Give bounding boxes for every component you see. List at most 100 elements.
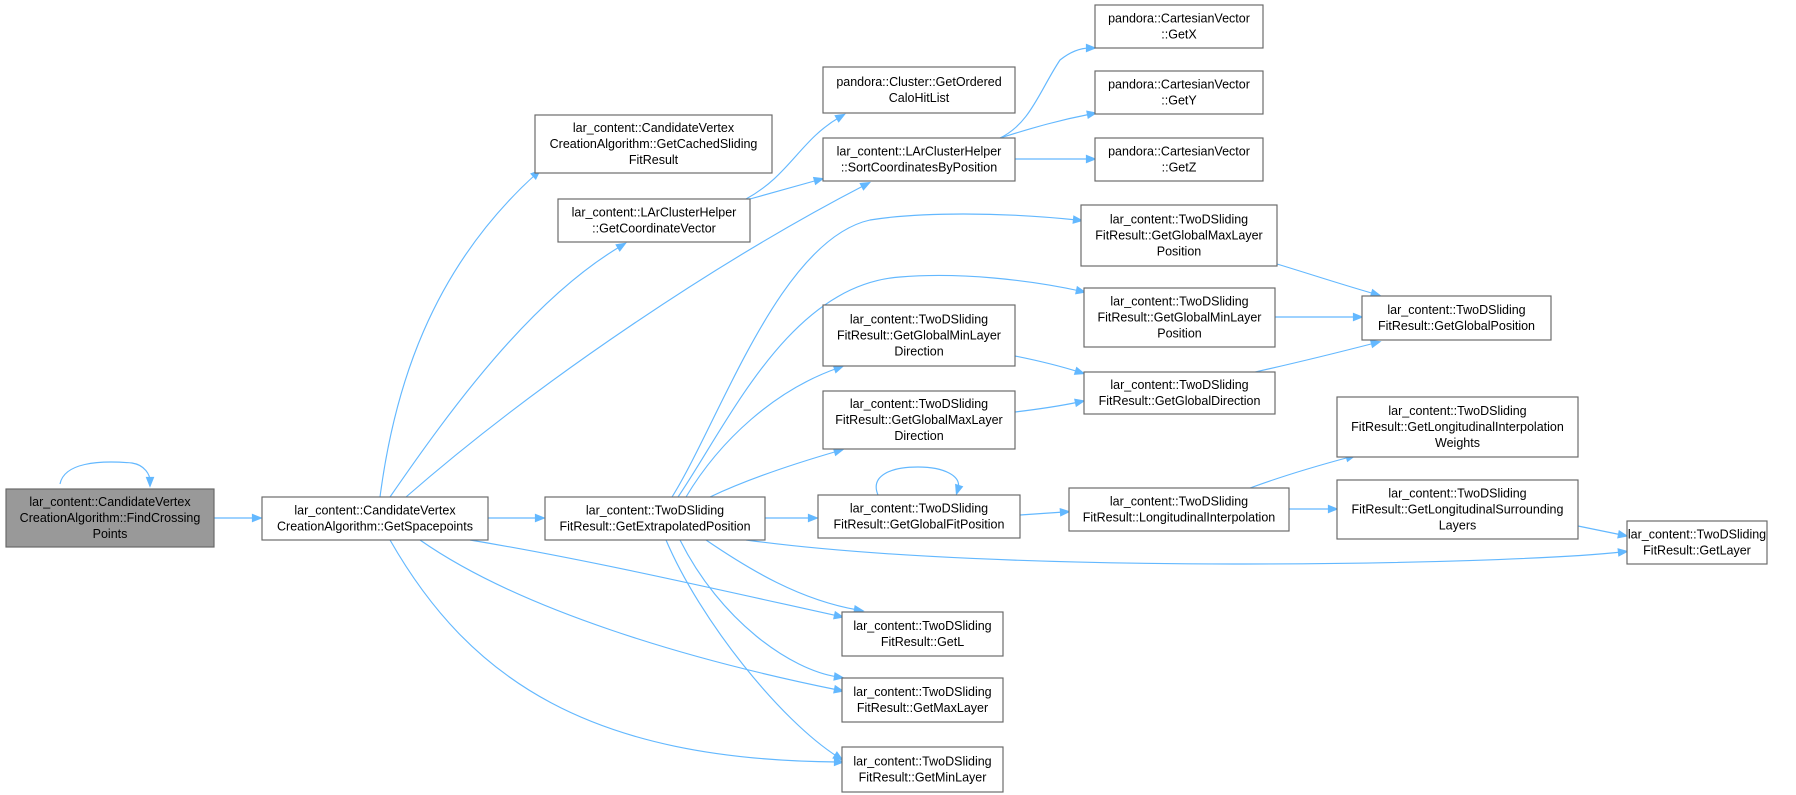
edge-get-spacepoints-to-get-max-layer — [419, 539, 845, 694]
node-label-line: lar_content::TwoDSliding — [1110, 378, 1248, 392]
edges-layer — [59, 43, 1629, 767]
edge-get-spacepoints-to-sort-coordinates-by-position — [405, 181, 871, 498]
node-get-global-min-layer-direction[interactable]: lar_content::TwoDSlidingFitResult::GetGl… — [822, 304, 1016, 367]
node-label-line: lar_content::CandidateVertex — [29, 495, 191, 509]
edge-root-to-root — [59, 461, 155, 488]
node-get-longitudinal-interpolation-weights[interactable]: lar_content::TwoDSlidingFitResult::GetLo… — [1336, 396, 1579, 458]
node-label-line: FitResult::GetGlobalMaxLayer — [835, 413, 1002, 427]
node-label-line: FitResult::GetLongitudinalInterpolation — [1351, 420, 1564, 434]
node-get-cached-sliding-fit-result[interactable]: lar_content::CandidateVertexCreationAlgo… — [534, 114, 773, 174]
node-label-line: FitResult::GetGlobalMaxLayer — [1095, 229, 1262, 243]
node-label-line: FitResult::GetGlobalMinLayer — [1098, 311, 1262, 325]
node-label-line: FitResult::GetGlobalDirection — [1099, 394, 1261, 408]
node-label-line: lar_content::TwoDSliding — [1110, 495, 1248, 509]
node-get-global-max-layer-direction[interactable]: lar_content::TwoDSlidingFitResult::GetGl… — [822, 390, 1016, 450]
edge-get-coordinate-vector-to-sort-coordinates-by-position — [749, 176, 825, 200]
nodes-layer: lar_content::CandidateVertexCreationAlgo… — [5, 4, 1768, 793]
node-label-line: FitResult::GetLayer — [1643, 544, 1751, 558]
edge-get-extrapolated-position-to-get-global-fit-position — [765, 513, 819, 523]
node-label-line: CreationAlgorithm::GetCachedSliding — [550, 137, 758, 151]
edge-get-spacepoints-to-get-extrapolated-position — [488, 513, 546, 523]
node-label-line: lar_content::TwoDSliding — [1388, 404, 1526, 418]
node-label-line: Direction — [894, 429, 943, 443]
node-label-line: pandora::CartesianVector — [1108, 145, 1250, 159]
node-get-z[interactable]: pandora::CartesianVector::GetZ — [1094, 137, 1264, 182]
node-label-line: FitResult::GetGlobalMinLayer — [837, 329, 1001, 343]
node-label-line: lar_content::TwoDSliding — [1110, 213, 1248, 227]
node-get-x[interactable]: pandora::CartesianVector::GetX — [1094, 4, 1264, 49]
node-label-line: lar_content::TwoDSliding — [853, 619, 991, 633]
edge-get-longitudinal-surrounding-layers-to-get-layer — [1577, 525, 1629, 539]
node-get-global-direction[interactable]: lar_content::TwoDSlidingFitResult::GetGl… — [1083, 371, 1276, 415]
edge-sort-coordinates-by-position-to-get-x — [999, 43, 1097, 139]
node-label-line: Weights — [1435, 436, 1480, 450]
node-get-global-position[interactable]: lar_content::TwoDSlidingFitResult::GetGl… — [1361, 295, 1552, 341]
edge-get-extrapolated-position-to-get-global-max-layer-direction — [709, 447, 845, 498]
node-label-line: FitResult::GetGlobalFitPosition — [834, 518, 1005, 532]
node-label-line: ::GetY — [1161, 94, 1197, 108]
node-label-line: lar_content::LArClusterHelper — [837, 145, 1002, 159]
node-get-y[interactable]: pandora::CartesianVector::GetY — [1094, 70, 1264, 115]
edge-get-extrapolated-position-to-get-max-layer — [679, 539, 845, 681]
node-label-line: lar_content::TwoDSliding — [586, 504, 724, 518]
node-label-line: FitResult::GetMaxLayer — [857, 701, 988, 715]
node-get-global-max-layer-position[interactable]: lar_content::TwoDSlidingFitResult::GetGl… — [1080, 204, 1278, 267]
node-label-line: Direction — [894, 345, 943, 359]
edge-get-global-direction-to-get-global-position — [1254, 339, 1382, 373]
node-label-line: lar_content::TwoDSliding — [850, 397, 988, 411]
node-label-line: lar_content::TwoDSliding — [850, 502, 988, 516]
node-label-line: lar_content::TwoDSliding — [1628, 528, 1766, 542]
edge-get-extrapolated-position-to-get-global-min-layer-position — [677, 274, 1087, 498]
edge-get-global-min-layer-direction-to-get-global-direction — [1014, 355, 1086, 375]
node-label-line: ::GetCoordinateVector — [592, 222, 716, 236]
node-label-line: pandora::CartesianVector — [1108, 12, 1250, 26]
edge-get-coordinate-vector-to-get-ordered-calo-hit-list — [745, 113, 846, 200]
node-label-line: CreationAlgorithm::GetSpacepoints — [277, 520, 473, 534]
node-label-line: lar_content::LArClusterHelper — [572, 206, 737, 220]
node-label-line: FitResult — [629, 153, 679, 167]
edge-sort-coordinates-by-position-to-get-y — [999, 110, 1098, 139]
node-label-line: lar_content::TwoDSliding — [1110, 295, 1248, 309]
edge-sort-coordinates-by-position-to-get-z — [1015, 154, 1097, 164]
node-label-line: Layers — [1439, 519, 1477, 533]
edge-get-extrapolated-position-to-get-l — [705, 539, 865, 614]
node-label-line: pandora::CartesianVector — [1108, 78, 1250, 92]
node-get-longitudinal-surrounding-layers[interactable]: lar_content::TwoDSlidingFitResult::GetLo… — [1336, 479, 1579, 540]
node-get-global-min-layer-position[interactable]: lar_content::TwoDSlidingFitResult::GetGl… — [1083, 287, 1276, 348]
node-label-line: lar_content::TwoDSliding — [850, 313, 988, 327]
node-get-global-fit-position[interactable]: lar_content::TwoDSlidingFitResult::GetGl… — [817, 494, 1021, 539]
node-get-spacepoints[interactable]: lar_content::CandidateVertexCreationAlgo… — [261, 496, 489, 541]
node-label-line: Points — [93, 527, 128, 541]
node-get-min-layer[interactable]: lar_content::TwoDSlidingFitResult::GetMi… — [841, 746, 1004, 793]
node-longitudinal-interpolation[interactable]: lar_content::TwoDSlidingFitResult::Longi… — [1068, 487, 1290, 532]
node-label-line: ::SortCoordinatesByPosition — [841, 161, 997, 175]
edge-get-global-fit-position-to-longitudinal-interpolation — [1019, 507, 1071, 517]
node-label-line: lar_content::TwoDSliding — [853, 755, 991, 769]
node-label-line: FitResult::GetGlobalPosition — [1378, 319, 1535, 333]
edge-get-extrapolated-position-to-get-global-min-layer-direction — [685, 365, 845, 498]
node-label-line: FitResult::LongitudinalInterpolation — [1083, 511, 1276, 525]
node-label-line: Position — [1157, 245, 1202, 259]
edge-get-extrapolated-position-to-get-min-layer — [665, 539, 844, 761]
node-label-line: lar_content::CandidateVertex — [294, 504, 456, 518]
edge-get-extrapolated-position-to-get-global-max-layer-position — [671, 213, 1084, 498]
node-label-line: lar_content::TwoDSliding — [1388, 487, 1526, 501]
node-label-line: lar_content::TwoDSliding — [853, 685, 991, 699]
node-get-max-layer[interactable]: lar_content::TwoDSlidingFitResult::GetMa… — [841, 677, 1004, 723]
node-get-coordinate-vector[interactable]: lar_content::LArClusterHelper::GetCoordi… — [557, 198, 751, 243]
node-label-line: FitResult::GetExtrapolatedPosition — [559, 520, 750, 534]
node-root[interactable]: lar_content::CandidateVertexCreationAlgo… — [5, 488, 215, 548]
node-label-line: lar_content::CandidateVertex — [573, 121, 735, 135]
edge-get-spacepoints-to-get-coordinate-vector — [389, 242, 627, 498]
node-label-line: FitResult::GetMinLayer — [859, 771, 987, 785]
node-get-layer[interactable]: lar_content::TwoDSlidingFitResult::GetLa… — [1626, 520, 1768, 565]
edge-get-global-max-layer-position-to-get-global-position — [1276, 263, 1382, 298]
edge-get-global-fit-position-to-get-global-fit-position — [875, 466, 964, 496]
node-get-extrapolated-position[interactable]: lar_content::TwoDSlidingFitResult::GetEx… — [544, 496, 766, 541]
edge-get-global-min-layer-position-to-get-global-position — [1275, 312, 1364, 322]
node-sort-coordinates-by-position[interactable]: lar_content::LArClusterHelper::SortCoord… — [822, 137, 1016, 182]
edge-get-spacepoints-to-get-l — [469, 539, 845, 620]
